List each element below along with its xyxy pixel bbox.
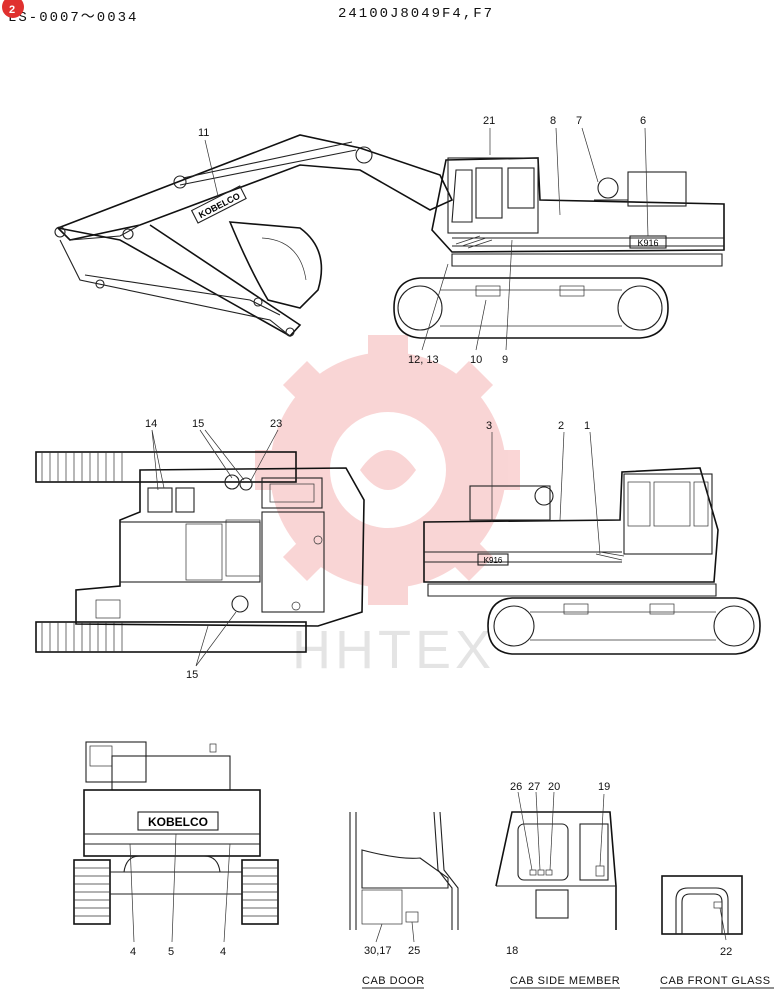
cab-side-member-drawing <box>495 791 617 930</box>
cab-front-glass-drawing <box>661 875 743 941</box>
excavator-right-view: K916 <box>423 431 761 655</box>
callout-12-13: 12, 13 <box>408 354 439 366</box>
callout-15-bottom: 15 <box>186 669 198 681</box>
cab-side-member-caption: CAB SIDE MEMBER <box>510 975 620 987</box>
callout-26: 26 <box>510 781 522 793</box>
part-range-header: 2 LS-0007～0034 <box>2 0 139 26</box>
callout-20: 20 <box>548 781 560 793</box>
callout-27: 27 <box>528 781 540 793</box>
callout-7: 7 <box>576 115 582 127</box>
callout-6: 6 <box>640 115 646 127</box>
counterweight-brand-decal: KOBELCO <box>148 815 208 829</box>
page-badge: 2 <box>2 0 24 18</box>
callout-5: 5 <box>168 946 174 958</box>
callout-25: 25 <box>408 945 420 957</box>
watermark-text: HHTEX <box>292 620 495 680</box>
right-view-callouts: 3 2 1 <box>486 420 590 432</box>
cab-side-callouts: 26 27 20 19 18 <box>506 781 610 957</box>
part-number-header: 24100J8049F4,F7 <box>338 6 495 22</box>
excavator-side-view: KOBELCO K916 <box>54 127 725 351</box>
side-view-callouts: 11 21 8 7 6 12, 13 10 9 <box>198 115 646 366</box>
model-decal-side: K916 <box>637 238 658 248</box>
cab-door-drawing <box>349 811 459 943</box>
callout-11: 11 <box>198 127 209 139</box>
cab-door-caption: CAB DOOR <box>362 975 425 987</box>
callout-4-right: 4 <box>220 946 226 958</box>
rear-view-callouts: 4 5 4 <box>130 946 226 958</box>
callout-30-17: 30,17 <box>364 945 392 957</box>
callout-15-top: 15 <box>192 418 204 430</box>
callout-2: 2 <box>558 420 564 432</box>
cab-door-callouts: 30,17 25 <box>364 945 420 957</box>
callout-8: 8 <box>550 115 556 127</box>
callout-21: 21 <box>483 115 495 127</box>
callout-19: 19 <box>598 781 610 793</box>
excavator-rear-view: KOBELCO <box>73 741 279 943</box>
model-decal-rear: K916 <box>484 556 503 565</box>
callout-1: 1 <box>584 420 590 432</box>
callout-22: 22 <box>720 946 732 958</box>
watermark-gear-logo <box>255 335 520 605</box>
callout-9: 9 <box>502 354 508 366</box>
callout-14: 14 <box>145 418 157 430</box>
cab-front-glass-caption: CAB FRONT GLASS <box>660 975 771 987</box>
callout-3: 3 <box>486 420 492 432</box>
excavator-top-view <box>35 429 365 667</box>
callout-23: 23 <box>270 418 282 430</box>
callout-4-left: 4 <box>130 946 136 958</box>
part-range-text: LS-0007～0034 <box>8 10 139 26</box>
callout-18: 18 <box>506 945 518 957</box>
top-view-callouts: 14 15 23 15 <box>145 418 282 681</box>
callout-10: 10 <box>470 354 482 366</box>
